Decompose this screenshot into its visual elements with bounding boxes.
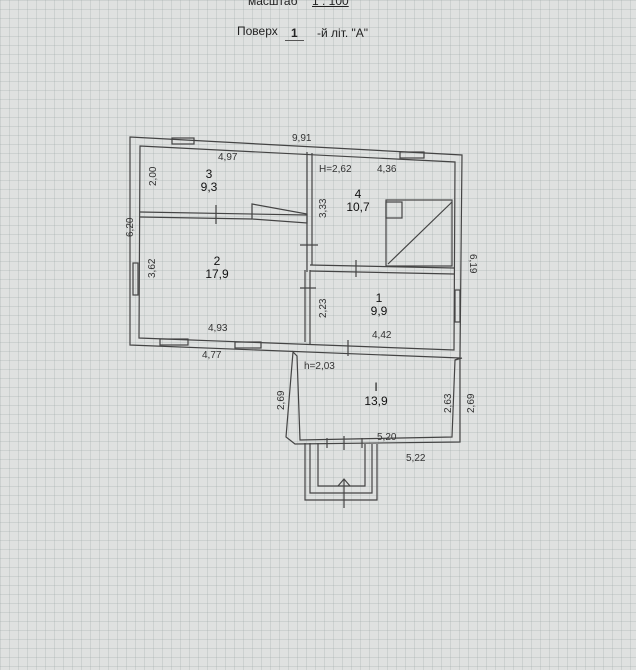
room-4-number: 4: [355, 187, 362, 201]
outer-wall: [129, 136, 463, 359]
room-1-area: 9,9: [371, 304, 388, 318]
room-2-area: 17,9: [205, 267, 229, 281]
dim-room4-height: 3,33: [318, 198, 329, 218]
scale-value: 1 : 100: [312, 0, 349, 8]
dim-top-total: 9,91: [292, 133, 312, 144]
floor-number: 1: [285, 26, 304, 41]
dim-room1-width: 4,42: [372, 330, 392, 341]
floor-suffix: -й літ. "А": [317, 26, 369, 40]
entrance-arrow-icon: [337, 478, 351, 487]
dim-room4-width: 4,36: [377, 164, 397, 175]
dim-room3-width: 4,97: [218, 152, 238, 163]
dim-room1-height: 2,23: [318, 298, 329, 318]
dim-room2-width: 4,93: [208, 323, 228, 334]
porch: [304, 443, 378, 501]
dim-left-total: 6,20: [125, 217, 136, 237]
room-3-number: 3: [206, 167, 213, 181]
inner-wall: [138, 145, 456, 351]
dim-veranda-left: 2,69: [276, 390, 287, 410]
dim-bottom-left: 4,77: [202, 350, 222, 361]
dim-room2-height: 3,62: [147, 258, 158, 278]
dim-right-total: 6,19: [467, 254, 478, 274]
dim-veranda-inner-width: 5,20: [377, 432, 397, 443]
stair: [251, 203, 308, 224]
dim-veranda-h: h=2,03: [304, 361, 335, 372]
scale-label: масштаб: [248, 0, 298, 8]
room-4-area: 10,7: [346, 200, 370, 214]
dim-room3-height: 2,00: [148, 166, 159, 186]
room-I-number: I: [374, 380, 377, 394]
room-3-area: 9,3: [201, 180, 218, 194]
room-2-number: 2: [214, 254, 221, 268]
room-I-area: 13,9: [364, 394, 388, 408]
dim-veranda-right-inner: 2,63: [443, 393, 454, 413]
dim-room4-h: H=2,62: [319, 164, 352, 175]
floor-label: Поверх: [237, 24, 278, 38]
room-1-number: 1: [376, 291, 383, 305]
dim-veranda-outer-width: 5,22: [406, 453, 426, 464]
dim-veranda-right-outer: 2,69: [466, 393, 477, 413]
